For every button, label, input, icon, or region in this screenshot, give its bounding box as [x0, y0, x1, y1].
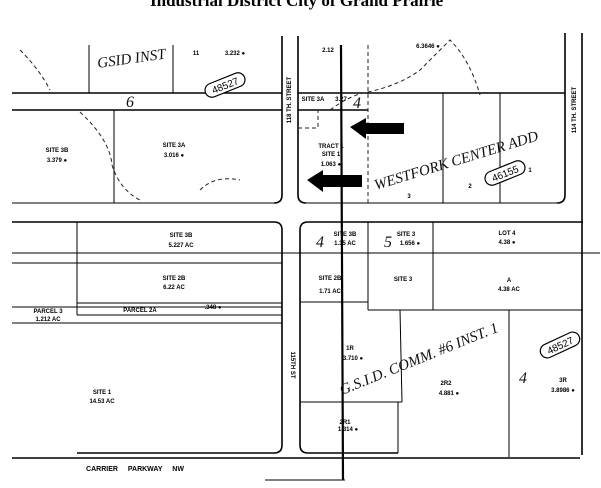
svg-text:SITE 3B: SITE 3B	[334, 232, 357, 238]
badge-46155: 46155	[484, 160, 526, 186]
svg-text:SITE 1: SITE 1	[322, 152, 341, 158]
gsid-inst-label: GSID INST	[96, 46, 168, 72]
svg-text:3.8986 ●: 3.8986 ●	[551, 388, 575, 394]
svg-text:4.38 ●: 4.38 ●	[499, 240, 516, 246]
street-115-label: 115TH ST	[289, 351, 295, 378]
svg-text:1.063 ●: 1.063 ●	[321, 162, 342, 168]
svg-text:4.881 ●: 4.881 ●	[439, 391, 460, 397]
svg-text:1.35 AC: 1.35 AC	[334, 241, 356, 247]
svg-text:6.3646 ●: 6.3646 ●	[416, 44, 440, 50]
svg-text:2R1: 2R1	[339, 420, 351, 426]
svg-text:14.53 AC: 14.53 AC	[89, 399, 115, 405]
svg-text:3.379 ●: 3.379 ●	[47, 158, 68, 164]
svg-text:1R: 1R	[346, 346, 354, 352]
svg-text:6.22 AC: 6.22 AC	[163, 285, 185, 291]
svg-text:2.12: 2.12	[322, 48, 334, 54]
svg-text:PARCEL 3: PARCEL 3	[33, 309, 63, 315]
svg-text:1.71 AC: 1.71 AC	[319, 289, 341, 295]
block-6: 6	[126, 94, 134, 111]
svg-text:TRACT 1: TRACT 1	[318, 144, 344, 150]
svg-text:SITE 2B: SITE 2B	[163, 276, 186, 282]
svg-text:SITE 3B: SITE 3B	[46, 148, 69, 154]
svg-text:11: 11	[193, 51, 200, 57]
left-arrow-icon	[307, 170, 362, 192]
badge-48527-bottom: 48527	[539, 331, 581, 359]
svg-text:3: 3	[407, 194, 411, 200]
carrier-parkway-label: CARRIER PARKWAY NW	[86, 466, 184, 473]
svg-text:3.016 ●: 3.016 ●	[164, 153, 185, 159]
svg-text:LOT 4: LOT 4	[498, 231, 516, 237]
svg-text:1: 1	[528, 168, 532, 174]
svg-text:5.227 AC: 5.227 AC	[168, 243, 194, 249]
block-5: 5	[384, 234, 392, 251]
svg-text:4.38 AC: 4.38 AC	[498, 287, 520, 293]
svg-text:3.232 ●: 3.232 ●	[225, 51, 246, 57]
svg-text:1.314 ●: 1.314 ●	[338, 427, 359, 433]
street-118-label: 118 TH. STREET	[287, 76, 293, 123]
block-4-top: 4	[353, 95, 361, 112]
svg-text:SITE 3: SITE 3	[394, 277, 413, 283]
svg-text:2R2: 2R2	[440, 381, 452, 387]
svg-text:SITE 3A: SITE 3A	[163, 143, 186, 149]
svg-text:3.710 ●: 3.710 ●	[343, 356, 364, 362]
svg-text:3R: 3R	[559, 378, 567, 384]
block-4-right: 4	[519, 370, 527, 387]
svg-text:SITE 3B: SITE 3B	[170, 233, 193, 239]
svg-text:A: A	[507, 278, 512, 284]
svg-text:SITE 1: SITE 1	[93, 390, 112, 396]
parcel-labels: 11 3.232 ● 2.12 6.3646 ● SITE 3A 3.27 SI…	[33, 44, 575, 433]
svg-text:PARCEL 2A: PARCEL 2A	[123, 308, 157, 314]
svg-text:2: 2	[468, 184, 472, 190]
left-arrow-icon	[350, 118, 404, 139]
svg-text:SITE 2B: SITE 2B	[319, 276, 342, 282]
svg-text:.348 ●: .348 ●	[205, 305, 222, 311]
svg-text:1.212 AC: 1.212 AC	[35, 317, 61, 323]
svg-text:3.27: 3.27	[335, 97, 347, 103]
svg-text:SITE 3A: SITE 3A	[302, 97, 325, 103]
badge-48527-top: 48527	[204, 72, 246, 98]
svg-text:SITE 3: SITE 3	[397, 232, 416, 238]
block-4-mid: 4	[316, 234, 324, 251]
svg-text:1.656 ●: 1.656 ●	[400, 241, 421, 247]
map-title: Industrial District City of Grand Prairi…	[150, 0, 444, 10]
road-lines	[12, 33, 600, 481]
street-114-label: 114 TH. STREET	[572, 86, 578, 133]
